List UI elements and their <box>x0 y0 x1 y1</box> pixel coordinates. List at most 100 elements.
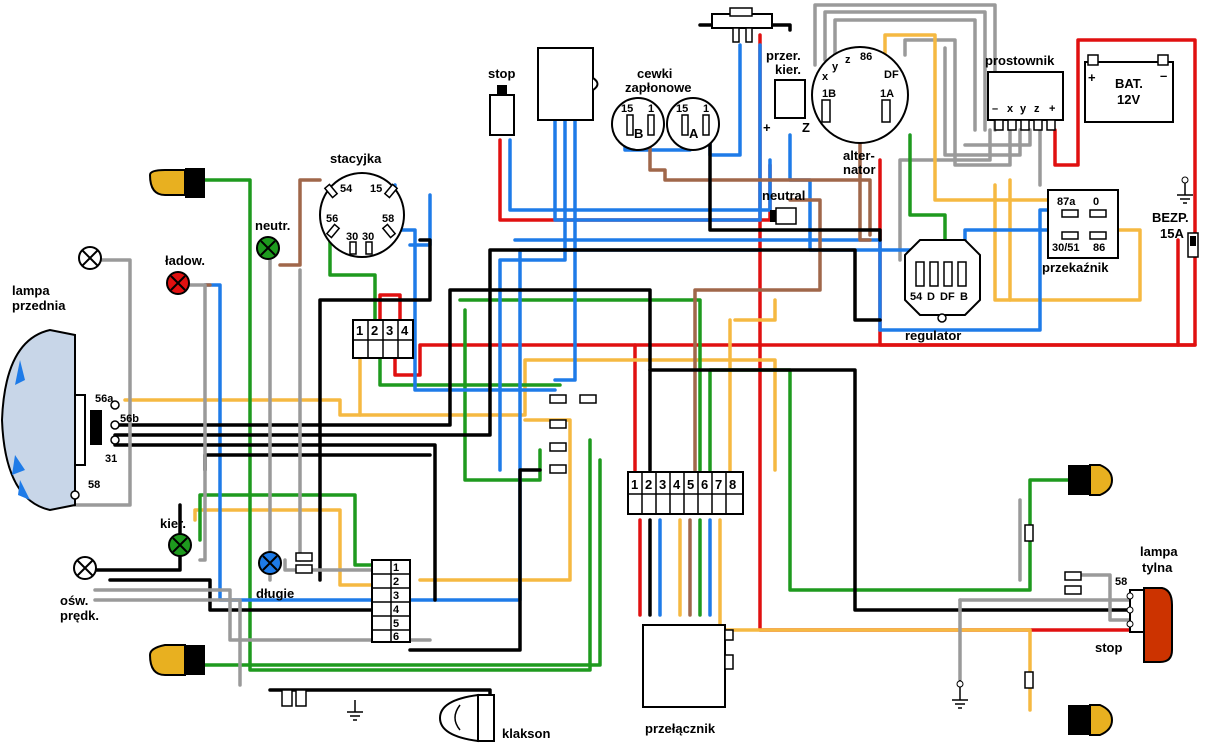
front-stop-switch <box>489 85 515 136</box>
ignition-terminal-15: 15 <box>370 183 382 195</box>
flasher-relay <box>774 79 806 119</box>
high-beam-indicator-lamp <box>258 551 282 575</box>
connector6-pin-5: 5 <box>393 618 399 630</box>
alternator-terminal-86: 86 <box>860 51 872 63</box>
horn-label: klakson <box>502 726 550 741</box>
inline-connectors <box>281 394 1082 707</box>
relay-label: przekaźnik <box>1042 260 1109 275</box>
connector4-pin-1: 1 <box>356 323 363 338</box>
rear-lamp-label-1: lampa <box>1140 544 1178 559</box>
rear-lamp <box>1126 587 1173 663</box>
flasher-terminal-z: Z <box>802 120 810 135</box>
connector4-pin-4: 4 <box>401 323 409 338</box>
connector-4pin <box>352 319 414 359</box>
rear-stop-switch <box>711 7 773 43</box>
connector4-pin-2: 2 <box>371 323 378 338</box>
rear-indicator-bottom <box>1068 704 1114 736</box>
fuse-label-1: BEZP. <box>1152 210 1189 225</box>
alternator-terminal-1b: 1B <box>822 88 836 100</box>
alternator-terminal-df: DF <box>884 69 899 81</box>
regulator-terminal-df: DF <box>940 291 955 303</box>
relay-terminal-87a: 87a <box>1057 196 1076 208</box>
rectifier <box>987 71 1064 131</box>
headlamp-terminal-56a: 56a <box>95 393 114 405</box>
ignition-coil-a <box>666 97 720 151</box>
coil-b-terminal-1: 1 <box>648 103 654 115</box>
fuse <box>1187 232 1199 258</box>
connector-6pin <box>371 559 411 643</box>
turn-lamp-label: kier. <box>160 516 186 531</box>
charge-indicator-lamp <box>166 271 190 295</box>
neutral-indicator-lamp <box>256 236 280 260</box>
ignition-terminal-30a: 30 <box>346 231 358 243</box>
front-indicator-bottom <box>148 644 205 676</box>
handlebar-switch <box>642 624 734 708</box>
flasher-label-1: przer. <box>766 48 801 63</box>
connector-8pin <box>627 471 744 515</box>
connector8-pin-4: 4 <box>673 477 681 492</box>
neutral-switch-label: neutral <box>762 188 805 203</box>
regulator-label: regulator <box>905 328 961 343</box>
front-stop-label: stop <box>488 66 516 81</box>
rectifier-label: prostownik <box>985 53 1055 68</box>
high-beam-lamp-label: długie <box>256 586 294 601</box>
alternator-terminal-z: z <box>845 54 851 66</box>
alternator-terminal-x: x <box>822 71 829 83</box>
alternator-terminal-y: y <box>832 61 839 73</box>
cdi-unit <box>537 47 599 121</box>
connector4-pin-3: 3 <box>386 323 393 338</box>
fuse-label-2: 15A <box>1160 226 1184 241</box>
alternator-terminal-1a: 1A <box>880 88 894 100</box>
headlamp-terminal-31: 31 <box>105 453 117 465</box>
regulator-terminal-54: 54 <box>910 291 923 303</box>
speedo-label-2: prędk. <box>60 608 99 623</box>
connector8-pin-1: 1 <box>631 477 638 492</box>
alternator-label-2: nator <box>843 162 876 177</box>
regulator <box>904 239 981 323</box>
ignition-coil-b <box>611 97 665 151</box>
rear-stop-label: stop <box>1095 640 1123 655</box>
coils-label-2: zapłonowe <box>625 80 691 95</box>
battery-label-1: BAT. <box>1115 76 1143 91</box>
coil-b-terminal-15: 15 <box>621 103 633 115</box>
speedo-label-1: ośw. <box>60 593 88 608</box>
headlamp-terminal-56b: 56b <box>120 413 139 425</box>
connector8-pin-7: 7 <box>715 477 722 492</box>
rectifier-terminal-plus: + <box>1049 103 1055 115</box>
connector8-pin-2: 2 <box>645 477 652 492</box>
headlamp-label-2: przednia <box>12 298 66 313</box>
connector8-pin-8: 8 <box>729 477 736 492</box>
coil-a-letter: A <box>689 126 699 141</box>
horn <box>438 693 495 743</box>
regulator-terminal-b: B <box>960 291 968 303</box>
coil-a-terminal-15: 15 <box>676 103 688 115</box>
rear-indicator-top <box>1068 464 1114 496</box>
coils-label-1: cewki <box>637 66 672 81</box>
rear-lamp-terminal-58: 58 <box>1115 576 1127 588</box>
ignition-terminal-30b: 30 <box>362 231 374 243</box>
bulb-speedo <box>73 556 97 580</box>
connector6-pin-1: 1 <box>393 562 399 574</box>
alternator-label-1: alter- <box>843 148 875 163</box>
connector6-pin-2: 2 <box>393 576 399 588</box>
relay <box>1047 189 1119 259</box>
relay-terminal-30-51: 30/51 <box>1052 242 1080 254</box>
regulator-terminal-d: D <box>927 291 935 303</box>
connector8-pin-3: 3 <box>659 477 666 492</box>
battery-terminal-minus: – <box>1160 68 1167 83</box>
battery-terminal-plus: + <box>1088 70 1096 85</box>
alternator <box>811 46 909 144</box>
connector8-pin-5: 5 <box>687 477 694 492</box>
coil-b-letter: B <box>634 126 643 141</box>
ignition-terminal-58: 58 <box>382 213 394 225</box>
turn-indicator-lamp <box>168 533 192 557</box>
switch-label: przełącznik <box>645 721 716 736</box>
headlamp <box>0 328 120 512</box>
connector8-pin-6: 6 <box>701 477 708 492</box>
flasher-label-2: kier. <box>775 62 801 77</box>
rectifier-terminal-minus: – <box>992 103 998 115</box>
connector6-pin-4: 4 <box>393 604 400 616</box>
connector6-pin-3: 3 <box>393 590 399 602</box>
ignition-terminal-54: 54 <box>340 183 353 195</box>
